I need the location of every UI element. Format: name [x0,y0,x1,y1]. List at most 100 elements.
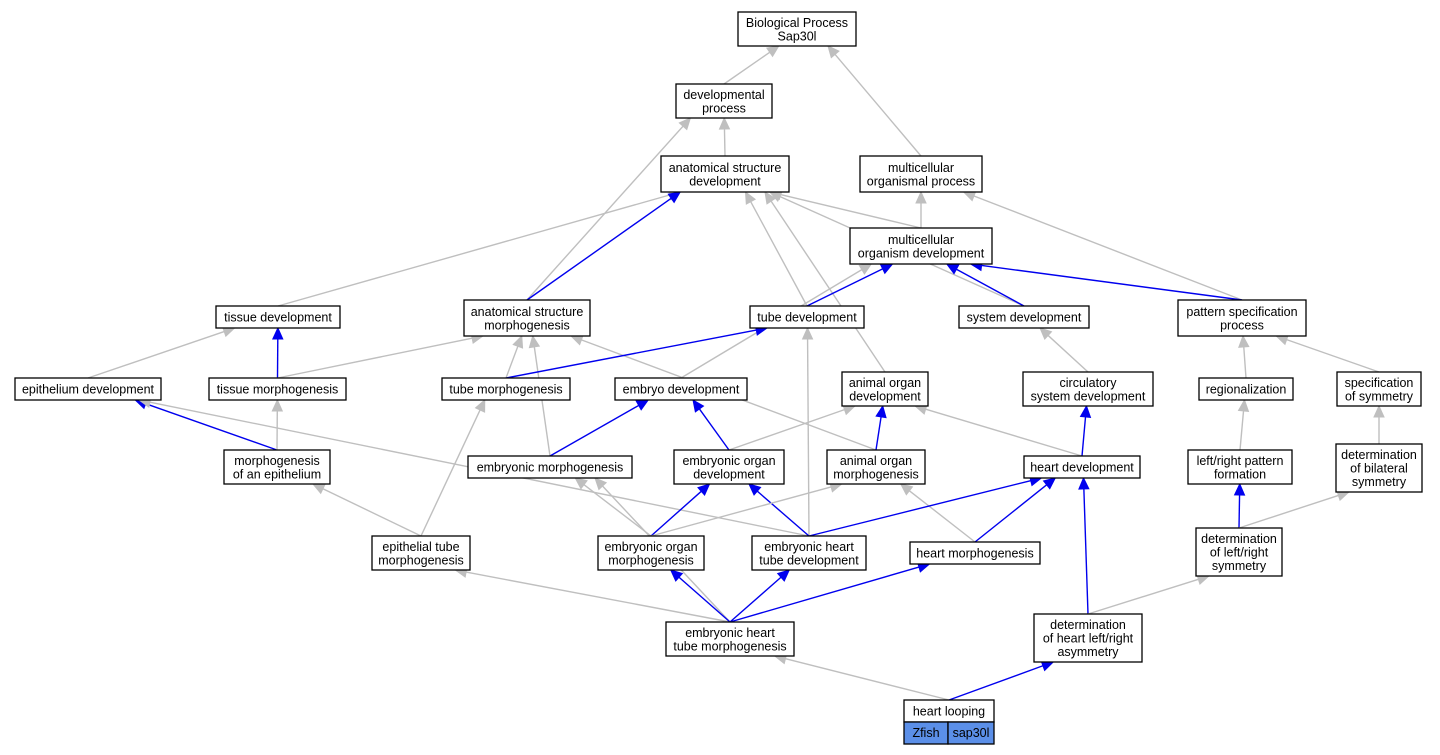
edge-line [723,128,726,157]
node-box [1177,299,1307,337]
node-embryonic-morphogenesis[interactable]: embryonic morphogenesis [467,455,633,479]
edge-arrowhead [858,263,873,275]
edge-tissue-development-to-anatomical-structure-development [277,189,682,307]
node-label: morphogenesis [378,553,463,567]
edge-arrowhead [1373,404,1385,418]
edge-tissue-morphogenesis-to-tissue-development [272,326,284,379]
node-tube-morphogenesis[interactable]: tube morphogenesis [441,377,571,401]
edge-tube-morphogenesis-to-anatomical-structure-morphogenesis [505,334,524,379]
edge-arrowhead [528,334,541,349]
node-label: animal organ [849,376,921,390]
edge-embryonic-heart-tube-morphogenesis-to-embryonic-heart-tube-development [729,569,791,623]
node-label: circulatory [1060,376,1118,390]
node-box [675,83,773,119]
edge-line [785,658,950,701]
edge-line [1238,494,1339,529]
edge-line [1087,578,1199,615]
edge-arrowhead [594,477,608,491]
node-tissue-development[interactable]: tissue development [215,305,341,329]
edge-arrowhead [1078,476,1090,490]
edge-embryonic-heart-tube-morphogenesis-to-embryonic-organ-morphogenesis [669,569,731,623]
edge-arrowhead [311,483,326,495]
node-label: organismal process [867,174,975,188]
edge-multicellular-organism-development-to-multicellular-organismal-process [915,190,927,228]
node-label: embryonic organ [682,454,775,468]
node-label: morphogenesis [608,553,693,567]
gene-button-box[interactable] [947,721,995,745]
node-box [371,535,471,571]
edge-embryonic-organ-morphogenesis-to-embryonic-organ-development [650,483,711,537]
edge-line [650,486,832,537]
node-label: morphogenesis [234,454,319,468]
edge-line [981,264,1243,301]
gene-button[interactable]: sap30l [947,721,995,745]
edge-line [322,488,422,537]
node-box [749,305,865,329]
edge-line [420,409,481,537]
node-box [463,299,591,337]
node-system-development[interactable]: system development [958,305,1090,329]
node-label: determination [1201,532,1277,546]
node-box [467,455,633,479]
node-heart-morphogenesis[interactable]: heart morphogenesis [909,541,1041,565]
node-tissue-morphogenesis[interactable]: tissue morphogenesis [208,377,347,401]
edge-line [277,194,670,307]
node-label: formation [1214,467,1266,481]
edge-circulatory-system-development-to-system-development [1039,327,1089,373]
node-tube-development[interactable]: tube development [749,305,865,329]
edge-line [277,337,473,379]
edge-heart-morphogenesis-to-heart-development [974,477,1057,543]
node-label: specification [1345,376,1414,390]
node-epithelium-development[interactable]: epithelium development [14,377,162,401]
edge-line [533,346,551,457]
edge-line [505,329,757,379]
edge-line [1083,488,1089,615]
node-label: development [849,389,921,403]
species-button[interactable]: Zfish [903,721,949,745]
node-embryo-development[interactable]: embryo development [614,377,748,401]
node-label: Biological Process [746,16,848,30]
node-heart-looping[interactable]: heart looping [903,699,995,723]
node-box [14,377,162,401]
node-heart-development[interactable]: heart development [1023,455,1141,479]
node-label: process [1220,318,1264,332]
node-label: regionalization [1206,383,1287,397]
node-label: multicellular [888,161,954,175]
edge-arrowhead [1079,404,1092,418]
edge-left-right-pattern-formation-to-regionalization [1237,398,1250,451]
node-regionalization[interactable]: regionalization [1198,377,1294,401]
edge-embryonic-morphogenesis-to-anatomical-structure-morphogenesis [528,334,551,457]
edge-line [780,193,922,229]
edge-line [465,571,731,623]
node-label: embryonic organ [604,540,697,554]
edge-arrowhead [962,190,977,202]
edge-embryonic-heart-tube-development-to-heart-development [808,475,1043,537]
edge-animal-organ-morphogenesis-to-animal-organ-development [875,404,887,451]
edge-embryonic-morphogenesis-to-embryo-development [549,399,650,457]
edge-arrowhead [827,45,840,59]
edge-line [650,490,702,537]
node-label: embryonic heart [685,626,775,640]
